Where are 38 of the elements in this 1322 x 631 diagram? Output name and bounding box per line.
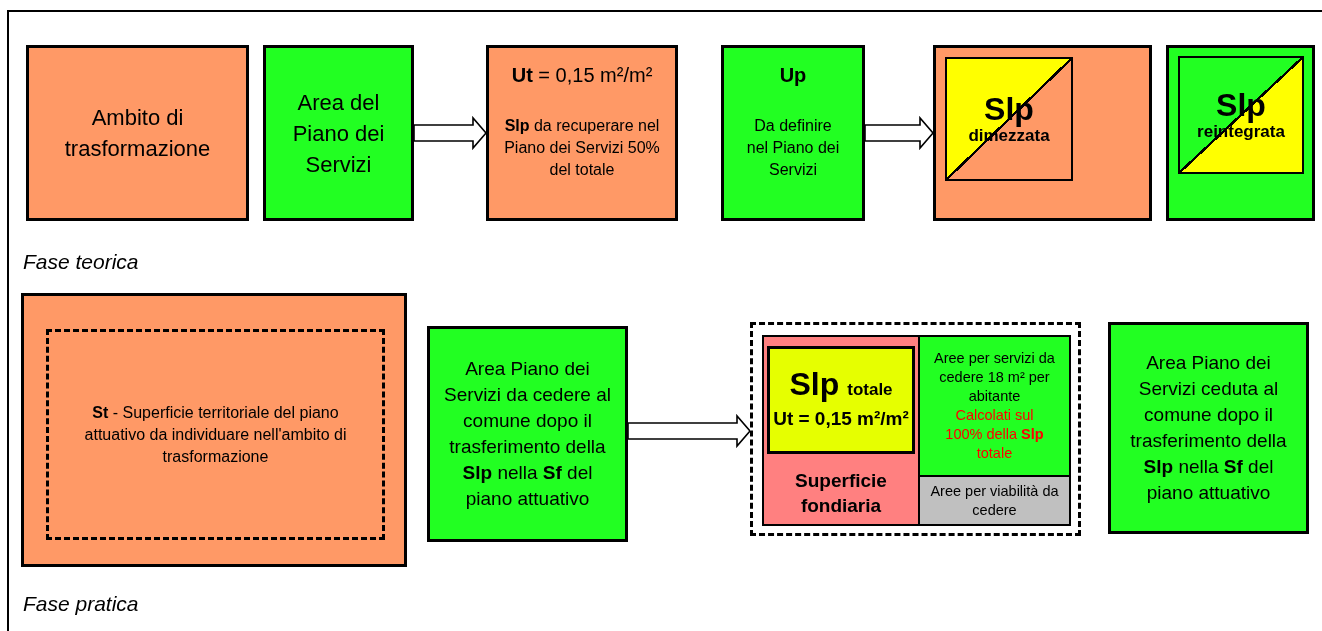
node-text: Aree per viabilità da cedere [929, 481, 1060, 520]
area-box [1108, 322, 1309, 534]
area-box [1166, 45, 1315, 221]
node-text: Ut = 0,15 m²/m² [511, 64, 653, 87]
node-text: Superficie fondiaria [794, 469, 888, 518]
phase-label: Fase teorica [23, 250, 139, 274]
services-box [918, 335, 1071, 477]
area-box [21, 293, 407, 567]
node-text: Area del Piano dei Servizi [291, 88, 386, 179]
dashed-area [750, 322, 1081, 536]
block-arrow [864, 115, 935, 151]
node-text: Area Piano dei Servizi ceduta al comune dopo il trasferimento della Slp nella Sf del piano attuativo [1129, 351, 1288, 505]
block-arrow [413, 115, 488, 151]
dashed-area [46, 329, 385, 540]
split-box [1178, 56, 1304, 174]
area-box [263, 45, 414, 221]
node-text: Ambito di trasformazione [63, 104, 212, 163]
land-box [762, 335, 920, 526]
node-text: Up [779, 64, 807, 87]
node-text: Slp [789, 365, 840, 403]
node-text: Calcolati sul 100% della Slp totale [944, 406, 1045, 463]
node-text: Area Piano dei Servizi da cedere al comune dopo il trasferimento della Slp nella Sf del piano attuativo [443, 357, 612, 511]
node-text: Slp da recuperare nel Piano dei Servizi 50% del totale [503, 116, 661, 180]
node-text: Ut = 0,15 m²/m² [773, 406, 909, 431]
node-text: St - Superficie territoriale del piano attuativo da individuare nell'ambito di trasformazione [83, 402, 348, 467]
index-box [721, 45, 865, 221]
slp-box [767, 346, 915, 454]
node-text: totale [847, 379, 893, 400]
block-arrow [627, 413, 752, 449]
phase-label: Fase pratica [23, 592, 139, 616]
split-box [945, 57, 1073, 181]
node-text: Aree per servizi da cedere 18 m² per abitante [933, 349, 1056, 406]
roads-box [918, 475, 1071, 526]
node-text: Da definire nel Piano dei Servizi [745, 116, 841, 180]
index-box [486, 45, 678, 221]
area-box [933, 45, 1152, 221]
area-box [427, 326, 628, 542]
area-box [26, 45, 249, 221]
